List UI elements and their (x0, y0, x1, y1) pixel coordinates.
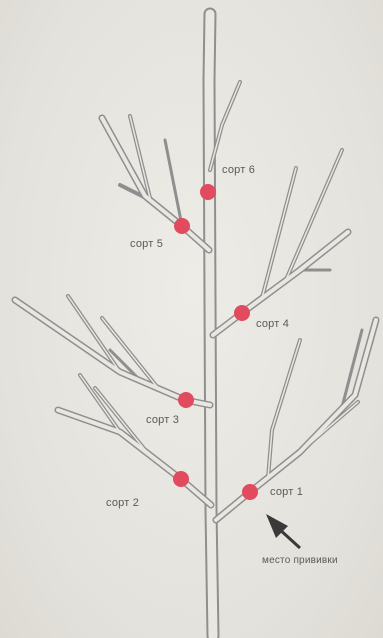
graft-label-6: сорт 6 (222, 164, 255, 176)
graft-label-3: сорт 3 (146, 414, 179, 426)
graft-marker-1 (242, 484, 258, 500)
graft-label-5: сорт 5 (130, 238, 163, 250)
graft-marker-3 (178, 392, 194, 408)
graft-marker-5 (174, 218, 190, 234)
graft-site-label: место прививки (262, 555, 338, 566)
graft-marker-4 (234, 305, 250, 321)
trunk (209, 14, 213, 636)
graft-site-arrow-icon (266, 514, 300, 548)
graft-label-2: сорт 2 (106, 497, 139, 509)
branches (15, 82, 376, 520)
graft-label-1: сорт 1 (270, 486, 303, 498)
graft-marker-2 (173, 471, 189, 487)
graft-marker-6 (200, 184, 216, 200)
graft-label-4: сорт 4 (256, 318, 289, 330)
